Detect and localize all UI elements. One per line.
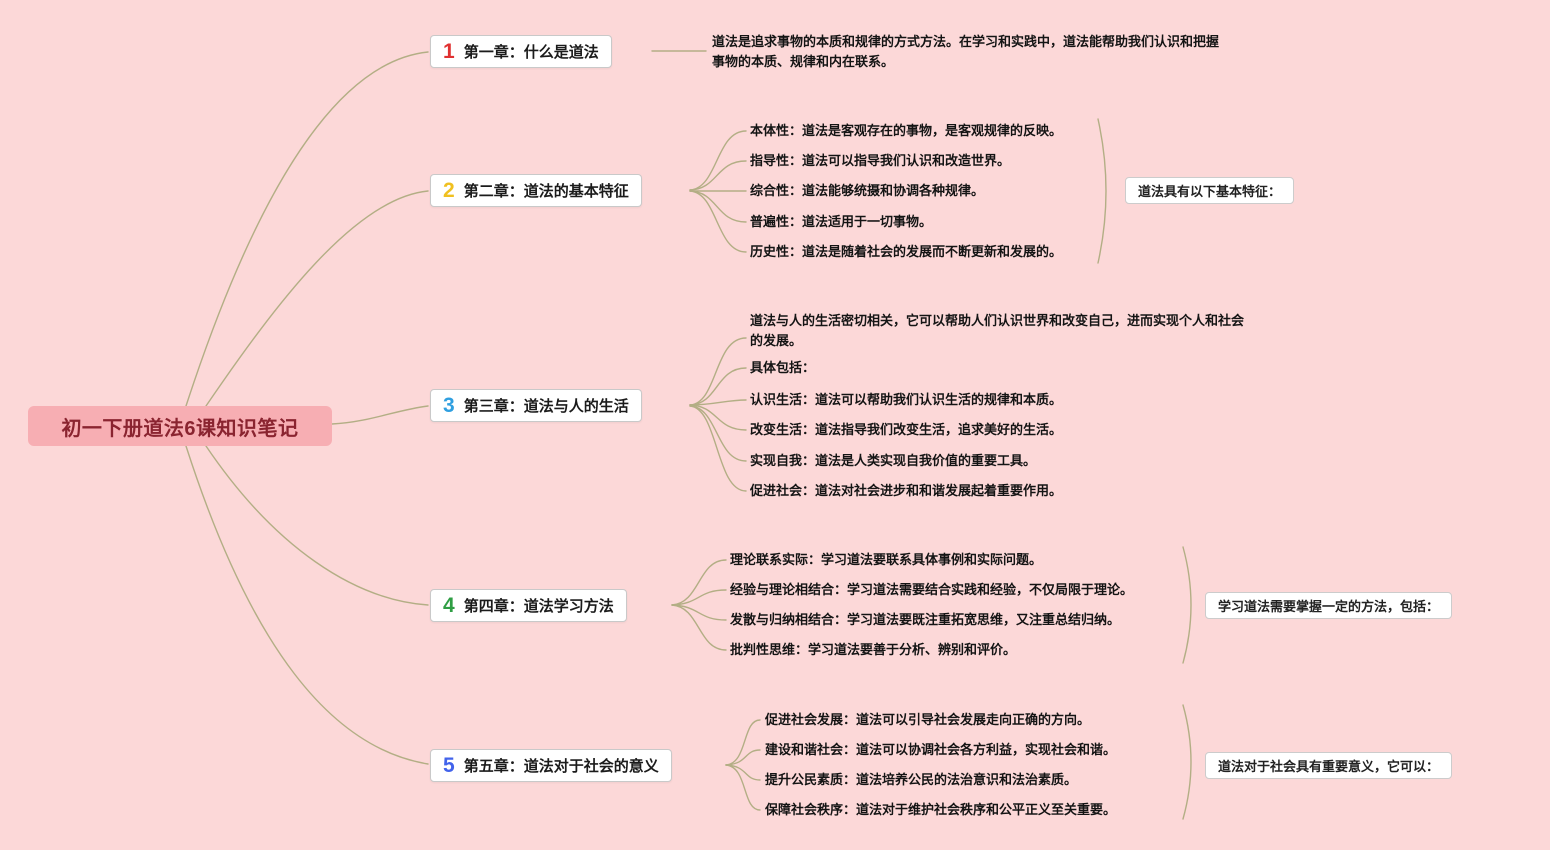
branch-node-2[interactable]: 2 第二章：道法的基本特征: [430, 174, 642, 207]
branch-3-leaf[interactable]: 具体包括：: [750, 360, 816, 375]
branch-5-leaf[interactable]: 保障社会秩序：道法对于维护社会秩序和公平正义至关重要。: [765, 802, 1117, 817]
bracket-branch2: [1097, 118, 1107, 264]
branch-4-leaf[interactable]: 批判性思维：学习道法要善于分析、辨别和评价。: [730, 642, 1017, 657]
branch-4-number: 4: [443, 594, 455, 617]
branch-2-leaf[interactable]: 历史性：道法是随着社会的发展而不断更新和发展的。: [750, 244, 1063, 259]
branch-node-4[interactable]: 4 第四章：道法学习方法: [430, 589, 627, 622]
branch-4-summary[interactable]: 学习道法需要掌握一定的方法，包括：: [1205, 592, 1453, 619]
branch-2-leaf[interactable]: 本体性：道法是客观存在的事物，是客观规律的反映。: [750, 123, 1063, 138]
branch-2-title: 第二章：道法的基本特征: [463, 183, 629, 200]
branch-5-number: 5: [443, 754, 455, 777]
connector-root-branch3: [331, 405, 429, 425]
branch-2-summary[interactable]: 道法具有以下基本特征：: [1125, 177, 1295, 204]
branch-5-leaf[interactable]: 促进社会发展：道法可以引导社会发展走向正确的方向。: [765, 712, 1091, 727]
branch-4-leaf[interactable]: 发散与归纳相结合：学习道法要既注重拓宽思维，又注重总结归纳。: [730, 612, 1121, 627]
branch-2-leaf[interactable]: 普遍性：道法适用于一切事物。: [750, 214, 933, 229]
branch-5-summary[interactable]: 道法对于社会具有重要意义，它可以：: [1205, 752, 1453, 779]
connector-root-branch5: [185, 445, 429, 765]
branch-1-number: 1: [443, 40, 455, 63]
branch-2-leaf[interactable]: 综合性：道法能够统摄和协调各种规律。: [750, 183, 985, 198]
branch-4-title: 第四章：道法学习方法: [463, 598, 614, 615]
root-node[interactable]: 初一下册道法6课知识笔记: [28, 406, 332, 446]
connector-root-branch4: [205, 445, 429, 606]
branch-node-1[interactable]: 1 第一章：什么是道法: [430, 35, 612, 68]
branch-3-number: 3: [443, 394, 455, 417]
branch-5-leaf[interactable]: 建设和谐社会：道法可以协调社会各方利益，实现社会和谐。: [765, 742, 1117, 757]
branch-3-note[interactable]: 道法与人的生活密切相关，它可以帮助人们认识世界和改变自己，进而实现个人和社会的发…: [750, 313, 1245, 348]
bracket-branch5: [1182, 704, 1192, 820]
connector-root-branch1: [185, 51, 429, 407]
branch-1-title: 第一章：什么是道法: [463, 44, 599, 61]
branch-2-number: 2: [443, 179, 455, 202]
branch-3-leaf[interactable]: 促进社会：道法对社会进步和和谐发展起着重要作用。: [750, 483, 1063, 498]
branch-node-3[interactable]: 3 第三章：道法与人的生活: [430, 389, 642, 422]
branch-3-leaf[interactable]: 实现自我：道法是人类实现自我价值的重要工具。: [750, 453, 1037, 468]
branch-4-leaf[interactable]: 理论联系实际：学习道法要联系具体事例和实际问题。: [730, 552, 1043, 567]
branch-4-leaf[interactable]: 经验与理论相结合：学习道法需要结合实践和经验，不仅局限于理论。: [730, 582, 1134, 597]
branch-node-5[interactable]: 5 第五章：道法对于社会的意义: [430, 749, 672, 782]
branch-5-title: 第五章：道法对于社会的意义: [463, 758, 659, 775]
branch-5-leaf[interactable]: 提升公民素质：道法培养公民的法治意识和法治素质。: [765, 772, 1078, 787]
branch-2-leaf[interactable]: 指导性：道法可以指导我们认识和改造世界。: [750, 153, 1011, 168]
connector-root-branch2: [205, 190, 429, 407]
branch-3-leaf[interactable]: 认识生活：道法可以帮助我们认识生活的规律和本质。: [750, 392, 1063, 407]
bracket-branch4: [1182, 546, 1192, 664]
branch-3-leaf[interactable]: 改变生活：道法指导我们改变生活，追求美好的生活。: [750, 422, 1063, 437]
branch-3-title: 第三章：道法与人的生活: [463, 398, 629, 415]
branch-1-note[interactable]: 道法是追求事物的本质和规律的方式方法。在学习和实践中，道法能帮助我们认识和把握事…: [712, 34, 1220, 69]
